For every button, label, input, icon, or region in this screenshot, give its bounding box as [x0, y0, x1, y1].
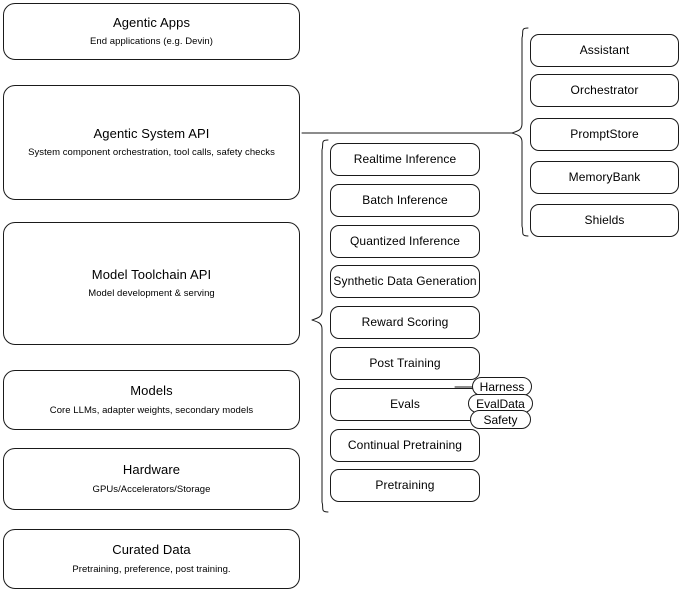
toolchain-item-quantized-inference[interactable]: Quantized Inference [330, 225, 480, 258]
model-toolchain-brace [311, 139, 329, 513]
chip-label: Orchestrator [570, 83, 639, 97]
chip-label: PromptStore [570, 127, 639, 141]
layer-hardware[interactable]: Hardware GPUs/Accelerators/Storage [3, 448, 300, 510]
chip-label: Shields [584, 213, 625, 227]
eval-pill-safety[interactable]: Safety [470, 410, 531, 429]
chip-label: Continual Pretraining [347, 438, 463, 452]
layer-title: Agentic Apps [112, 14, 191, 30]
system-item-assistant[interactable]: Assistant [530, 34, 679, 67]
layer-title: Curated Data [112, 542, 191, 558]
layer-agentic-system-api[interactable]: Agentic System API System component orch… [3, 85, 300, 200]
pill-label: Harness [479, 379, 525, 394]
pill-label: Safety [483, 412, 518, 427]
layer-curated-data[interactable]: Curated Data Pretraining, preference, po… [3, 529, 300, 589]
layer-subtitle: GPUs/Accelerators/Storage [92, 483, 211, 495]
toolchain-item-pretraining[interactable]: Pretraining [330, 469, 480, 502]
chip-label: Post Training [369, 356, 441, 370]
layer-subtitle: End applications (e.g. Devin) [90, 36, 213, 48]
agentic-system-brace [511, 27, 529, 237]
toolchain-item-realtime-inference[interactable]: Realtime Inference [330, 143, 480, 176]
toolchain-item-reward-scoring[interactable]: Reward Scoring [330, 306, 480, 339]
layer-title: Model Toolchain API [91, 266, 212, 282]
chip-label: Synthetic Data Generation [333, 274, 477, 288]
chip-label: Batch Inference [362, 193, 448, 207]
chip-label: Quantized Inference [350, 234, 460, 248]
pill-label: EvalData [476, 396, 525, 411]
layer-agentic-apps[interactable]: Agentic Apps End applications (e.g. Devi… [3, 3, 300, 60]
layer-model-toolchain-api[interactable]: Model Toolchain API Model development & … [3, 222, 300, 345]
toolchain-item-evals[interactable]: Evals [330, 388, 480, 421]
chip-label: MemoryBank [568, 170, 641, 184]
chip-label: Evals [390, 397, 420, 411]
chip-label: Reward Scoring [361, 315, 449, 329]
layer-subtitle: System component orchestration, tool cal… [28, 147, 275, 159]
layer-title: Hardware [122, 462, 181, 478]
system-item-shields[interactable]: Shields [530, 204, 679, 237]
chip-label: Realtime Inference [353, 152, 457, 166]
layer-title: Agentic System API [93, 125, 210, 141]
toolchain-item-continual-pretraining[interactable]: Continual Pretraining [330, 429, 480, 462]
layer-title: Models [130, 383, 173, 399]
toolchain-item-batch-inference[interactable]: Batch Inference [330, 184, 480, 217]
toolchain-item-post-training[interactable]: Post Training [330, 347, 480, 380]
system-item-memorybank[interactable]: MemoryBank [530, 161, 679, 194]
layer-models[interactable]: Models Core LLMs, adapter weights, secon… [3, 370, 300, 430]
layer-subtitle: Model development & serving [88, 288, 215, 300]
toolchain-item-synthetic-data-generation[interactable]: Synthetic Data Generation [330, 265, 480, 298]
system-item-promptstore[interactable]: PromptStore [530, 118, 679, 151]
chip-label: Pretraining [375, 478, 435, 492]
layer-subtitle: Pretraining, preference, post training. [72, 563, 231, 575]
system-item-orchestrator[interactable]: Orchestrator [530, 74, 679, 107]
chip-label: Assistant [579, 43, 630, 57]
layer-subtitle: Core LLMs, adapter weights, secondary mo… [49, 404, 254, 416]
